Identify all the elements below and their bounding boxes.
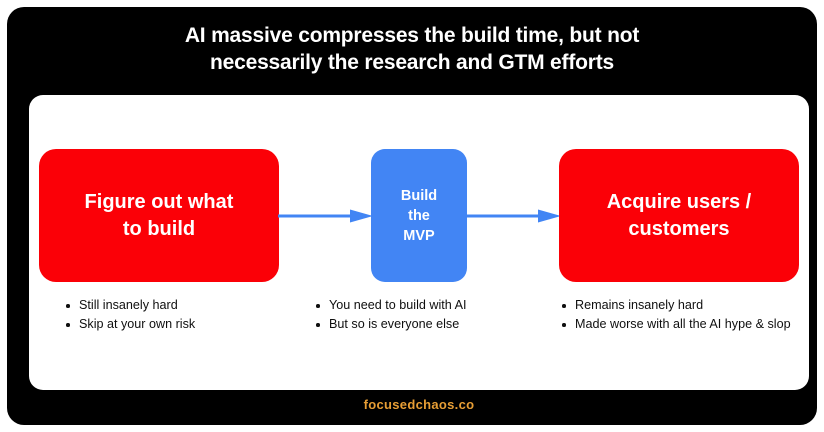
list-item: Skip at your own risk (63, 315, 278, 334)
flow-box-research[interactable]: Figure out what to build (39, 149, 279, 282)
flow-box-mvp-label: Build the MVP (401, 186, 437, 246)
flow-box-research-label-line-1: Figure out what (84, 190, 234, 213)
bullet-list-mvp: You need to build with AI But so is ever… (313, 296, 538, 334)
flow-box-acquire-label-line-2: customers (628, 217, 730, 240)
flow-box-mvp[interactable]: Build the MVP (371, 149, 467, 282)
slide-title-line-1: AI massive compresses the build time, bu… (184, 24, 640, 47)
flow-box-acquire-label: Acquire users / customers (607, 189, 752, 243)
list-item: Made worse with all the AI hype & slop (559, 315, 799, 334)
flow-box-acquire-label-line-1: Acquire users / (606, 190, 752, 213)
diagram-card: Figure out what to build Build the MVP (29, 95, 809, 390)
list-item: Still insanely hard (63, 296, 278, 315)
list-item: But so is everyone else (313, 315, 538, 334)
bullet-list-research: Still insanely hard Skip at your own ris… (63, 296, 278, 334)
flow-box-mvp-label-line-1: Build (400, 187, 438, 204)
slide-title-line-2: necessarily the research and GTM efforts (210, 51, 614, 74)
slide-title: AI massive compresses the build time, bu… (67, 22, 757, 76)
list-item: Remains insanely hard (559, 296, 799, 315)
flow-box-mvp-label-line-3: MVP (403, 227, 435, 244)
slide-panel: AI massive compresses the build time, bu… (7, 7, 817, 425)
list-item: You need to build with AI (313, 296, 538, 315)
flow-box-acquire[interactable]: Acquire users / customers (559, 149, 799, 282)
flow-box-research-label-line-2: to build (122, 217, 196, 240)
arrow-right-icon (466, 209, 561, 223)
flow-box-mvp-label-line-2: the (408, 207, 430, 224)
flow-box-research-label: Figure out what to build (85, 189, 234, 243)
bullet-list-acquire: Remains insanely hard Made worse with al… (559, 296, 799, 334)
footer-brand: focusedchaos.co (363, 397, 475, 412)
arrow-right-icon (278, 209, 373, 223)
